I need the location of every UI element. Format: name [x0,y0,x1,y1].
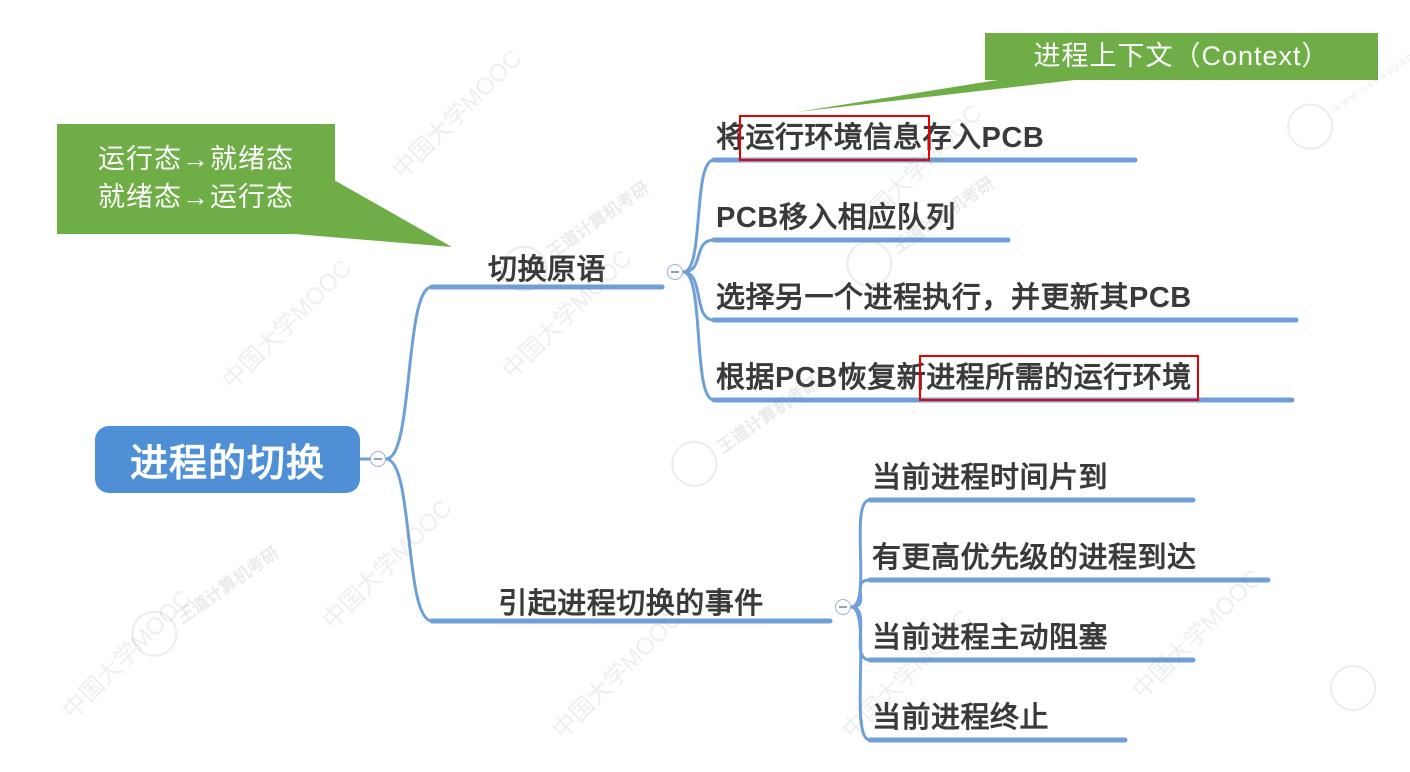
watermark-logo-icon [122,601,187,666]
node-text-part: 将 [716,122,746,154]
node-restore-env[interactable]: 根据PCB恢复新进程所需的运行环境 [716,354,1199,401]
curve-branch2-child1 [849,498,872,609]
watermark-brand: 王道计算机考研 [122,530,288,666]
callout-tail-context [797,78,1092,112]
node-process-block[interactable]: 当前进程主动阻塞 [872,622,1109,654]
node-store-context-pcb[interactable]: 将运行环境信息存入PCB [716,114,1045,161]
curve-branch2-child3 [849,605,872,662]
watermark-brand [1320,655,1386,721]
callout-state-line2: 就绪态→运行态 [98,182,294,212]
callout-state-transition: 运行态→就绪态 就绪态→运行态 [57,124,335,234]
curve-root-branch2 [384,457,434,623]
watermark-mooc: 中国大学MOOC [217,254,358,395]
node-move-pcb-queue[interactable]: PCB移入相应队列 [716,202,956,234]
curve-branch2-child2 [849,578,872,609]
watermark-mooc: 中国大学MOOC [387,44,528,185]
highlighted-text-context: 运行环境信息 [738,115,930,161]
branch-switch-primitive[interactable]: 切换原语 [487,254,606,286]
curve-branch2-child4 [849,605,872,742]
collapse-icon-root[interactable] [370,451,386,467]
watermark-logo-icon [1320,655,1386,721]
callout-context-text: 进程上下文（Context） [1033,40,1330,71]
curve-branch1-child1 [681,158,716,274]
node-timeslice-expire[interactable]: 当前进程时间片到 [872,462,1109,494]
collapse-icon-branch2[interactable] [835,599,851,615]
highlighted-text-env: 进程所需的运行环境 [919,355,1199,401]
curve-branch1-child4 [681,270,716,402]
watermark-brand-text: 王道计算机考研 [173,542,283,627]
watermark-logo-icon [1278,94,1343,159]
callout-state-line1: 运行态→就绪态 [98,144,294,175]
callout-context: 进程上下文（Context） [985,33,1378,80]
root-node-process-switch[interactable]: 进程的切换 [95,426,360,493]
watermark-mooc: 中国大学MOOC [1127,564,1268,705]
node-text-part: 存入PCB [922,122,1045,154]
curve-branch1-child3 [681,270,716,322]
root-node-label: 进程的切换 [129,443,325,485]
watermark-mooc: 中国大学MOOC [57,584,198,725]
watermark-logo-icon [662,431,727,496]
node-higher-priority-arrive[interactable]: 有更高优先级的进程到达 [872,542,1197,574]
node-select-next-process[interactable]: 选择另一个进程执行，并更新其PCB [716,282,1192,314]
collapse-icon-branch1[interactable] [667,264,683,280]
curve-root-branch1 [384,285,434,461]
node-process-terminate[interactable]: 当前进程终止 [872,702,1050,734]
node-text-part: 根据PCB恢复新 [716,362,927,394]
curve-branch1-child2 [681,238,716,274]
branch-switch-events[interactable]: 引起进程切换的事件 [498,588,764,620]
